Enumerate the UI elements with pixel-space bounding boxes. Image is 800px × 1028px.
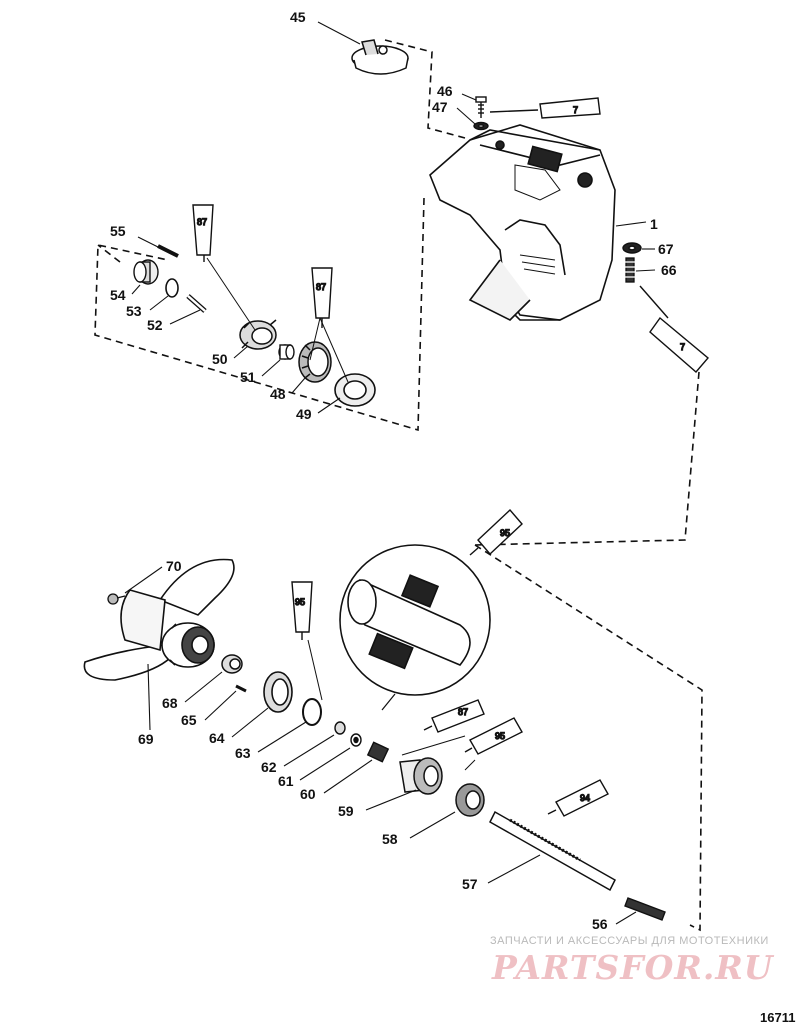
screw-part-66	[624, 257, 636, 283]
callout-52: 52	[147, 317, 163, 333]
pin-part-55	[157, 244, 179, 258]
callout-51: 51	[240, 369, 256, 385]
callout-57: 57	[462, 876, 478, 892]
tube-95-a: 95	[469, 508, 523, 556]
tube-side-7: 7	[639, 285, 709, 373]
tube-top-7: 7	[489, 97, 601, 119]
callout-70: 70	[166, 558, 182, 574]
tube-87-c: 87	[423, 699, 485, 733]
tube-label: 95	[500, 528, 510, 538]
lower-leader-lines	[307, 639, 476, 771]
tube-87-b: 87	[311, 267, 333, 328]
clutch-part-54	[133, 259, 159, 285]
tube-label: 7	[680, 342, 685, 352]
callout-61: 61	[278, 773, 294, 789]
tube-label: 7	[573, 105, 578, 115]
callout-leaders	[124, 21, 656, 925]
tube-87-a: 87	[192, 204, 214, 262]
tube-label: 87	[458, 707, 468, 717]
pin-part-65	[235, 684, 247, 693]
gear-part-50	[239, 319, 277, 350]
callout-56: 56	[592, 916, 608, 932]
washer-part-61	[350, 733, 362, 747]
tube-94: 94	[547, 779, 609, 817]
callout-49: 49	[296, 406, 312, 422]
tube-label: 95	[495, 731, 505, 741]
callout-69: 69	[138, 731, 154, 747]
nut-part-68	[221, 654, 243, 674]
callout-62: 62	[261, 759, 277, 775]
callout-46: 46	[437, 83, 453, 99]
dashed-assembly-lines	[94, 39, 703, 932]
tube-95-b: 95	[291, 581, 313, 640]
ring-part-53	[165, 278, 179, 298]
washer-part-67	[622, 242, 642, 254]
figure-id: 16711	[760, 1010, 796, 1025]
shaft-part-57	[489, 810, 616, 892]
callout-45: 45	[290, 9, 306, 25]
tube-label: 94	[580, 793, 590, 803]
tube-label: 95	[295, 597, 305, 607]
callout-59: 59	[338, 803, 354, 819]
callout-65: 65	[181, 712, 197, 728]
pin-part-52	[186, 294, 207, 313]
callout-58: 58	[382, 831, 398, 847]
bolt-part-46	[475, 96, 487, 118]
callout-66: 66	[661, 262, 677, 278]
propeller-part-69	[83, 558, 235, 681]
upper-leader-lines	[206, 257, 349, 383]
spring-part-56	[624, 897, 666, 921]
anode-part-45	[351, 39, 409, 75]
gear-housing	[429, 124, 616, 321]
callout-64: 64	[209, 730, 225, 746]
washer-part-47	[473, 121, 489, 131]
gear-part-58	[455, 783, 485, 817]
tube-label: 87	[316, 282, 326, 292]
callout-numbers: 45 46 47 1 67 66 55 54 53 52 50 51 48 49…	[110, 9, 677, 932]
o-ring-part-63	[302, 698, 322, 726]
callout-50: 50	[212, 351, 228, 367]
callout-67: 67	[658, 241, 674, 257]
callout-53: 53	[126, 303, 142, 319]
gear-part-59	[399, 757, 443, 795]
pinion-gear-part-48	[298, 341, 332, 383]
washer-part-64	[263, 671, 293, 713]
bearing-part-49	[334, 373, 376, 407]
watermark-caption: ЗАПЧАСТИ И АКСЕССУАРЫ ДЛЯ МОТОТЕХНИКИ	[490, 935, 769, 947]
tube-95-c: 95	[464, 717, 523, 755]
bushing-part-60	[366, 741, 390, 763]
callout-60: 60	[300, 786, 316, 802]
callout-55: 55	[110, 223, 126, 239]
bearing-detail-inset	[339, 544, 491, 711]
callout-47: 47	[432, 99, 448, 115]
bushing-part-51	[278, 344, 295, 360]
watermark-logo: PARTSFOR.RU	[492, 948, 774, 987]
nut-part-62	[334, 721, 346, 735]
callout-63: 63	[235, 745, 251, 761]
callout-54: 54	[110, 287, 126, 303]
callout-68: 68	[162, 695, 178, 711]
tube-label: 87	[197, 217, 207, 227]
screw-part-70	[107, 593, 126, 605]
callout-1: 1	[650, 216, 658, 232]
callout-48: 48	[270, 386, 286, 402]
